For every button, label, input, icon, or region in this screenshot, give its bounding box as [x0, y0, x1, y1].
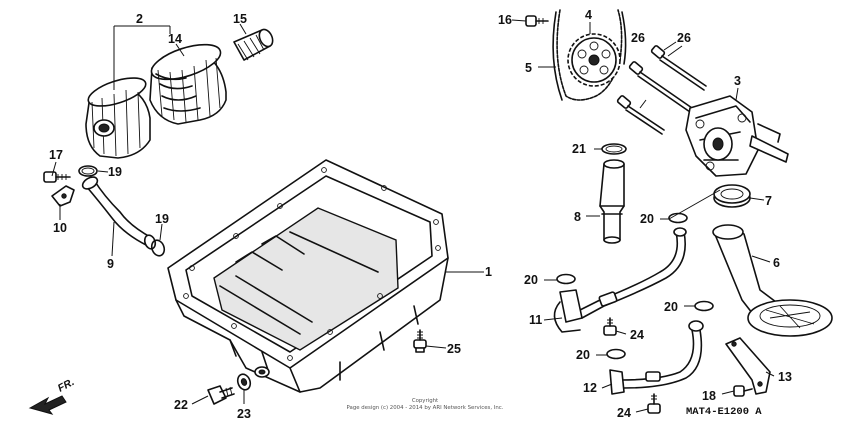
- part-label-24-lower: 24: [617, 406, 631, 420]
- part-label-11: 11: [529, 313, 542, 327]
- o-ring-20-lower: [606, 348, 626, 360]
- copyright-line-1: Copyright: [412, 398, 438, 404]
- drive-chain-5: [552, 9, 627, 101]
- part-label-15: 15: [233, 12, 247, 26]
- part-label-3: 3: [734, 74, 741, 88]
- part-label-17: 17: [49, 148, 63, 162]
- part-number-labels: 2 14 15 17 19 10 9 19 1 25 22 23 16 4 5 …: [49, 8, 792, 421]
- oil-pipe-12: [609, 320, 704, 395]
- oil-pipe-8: [599, 159, 625, 244]
- part-label-8: 8: [574, 210, 581, 224]
- bolt-17: [43, 171, 71, 183]
- part-label-4: 4: [585, 8, 592, 22]
- o-ring-20-right-middle: [694, 300, 714, 312]
- washer-23: [236, 373, 252, 391]
- o-ring-20-left: [556, 273, 576, 285]
- part-label-14: 14: [168, 32, 182, 46]
- oil-pipe-11: [553, 227, 687, 333]
- o-ring-19-upper: [78, 165, 98, 177]
- part-label-20-left: 20: [524, 273, 538, 287]
- bolt-16: [525, 15, 549, 27]
- part-label-26-upper: 26: [677, 31, 691, 45]
- drain-bolt-22: [207, 385, 235, 405]
- oil-pipe-9: [81, 176, 157, 250]
- part-label-10: 10: [53, 221, 67, 235]
- bolt-24-lower: [647, 393, 661, 414]
- part-label-26-mid: 26: [631, 31, 645, 45]
- oil-strainer-6: [712, 224, 833, 337]
- diagram-code: MAT4-E1200 A: [686, 406, 762, 418]
- part-label-20-lower: 20: [576, 348, 590, 362]
- part-label-5: 5: [525, 61, 532, 75]
- front-direction-arrow: FR.: [28, 376, 77, 415]
- part-label-20-right: 20: [664, 300, 678, 314]
- oil-filter-hollow-bolt: [233, 28, 274, 61]
- part-label-23: 23: [237, 407, 251, 421]
- oil-pan: [167, 159, 449, 393]
- bolt-18: [733, 385, 753, 397]
- o-ring-21: [601, 143, 627, 155]
- seal-7: [713, 184, 751, 208]
- part-label-9: 9: [107, 257, 114, 271]
- part-label-1: 1: [485, 265, 492, 279]
- oil-filter-cartridge: [85, 43, 227, 159]
- part-label-24-upper: 24: [630, 328, 644, 342]
- part-label-21: 21: [572, 142, 586, 156]
- oil-pump-sprocket-4: [567, 33, 621, 87]
- front-direction-label: FR.: [56, 376, 77, 395]
- part-label-16: 16: [498, 13, 512, 27]
- part-label-20-upper: 20: [640, 212, 654, 226]
- bolt-24-upper: [603, 317, 617, 336]
- bolt-25: [413, 329, 427, 353]
- stay-13: [725, 337, 771, 395]
- part-label-13: 13: [778, 370, 792, 384]
- part-label-7: 7: [765, 194, 772, 208]
- part-label-22: 22: [174, 398, 188, 412]
- pump-bolt-26-short: [616, 95, 665, 135]
- o-ring-19-lower: [150, 239, 166, 257]
- part-label-25: 25: [447, 342, 461, 356]
- part-label-12: 12: [583, 381, 597, 395]
- part-label-18: 18: [702, 389, 716, 403]
- leader-lines: [51, 19, 775, 413]
- stay-10: [51, 185, 75, 207]
- copyright-line-2: Page design (c) 2004 - 2014 by ARI Netwo…: [347, 405, 504, 411]
- oil-pump-3: [685, 95, 789, 177]
- part-label-19-lower: 19: [155, 212, 169, 226]
- part-label-2: 2: [136, 12, 143, 26]
- pump-bolt-26-mid: [628, 61, 693, 113]
- part-label-19-upper: 19: [108, 165, 122, 179]
- part-label-6: 6: [773, 256, 780, 270]
- pump-bolt-26-long: [650, 45, 707, 91]
